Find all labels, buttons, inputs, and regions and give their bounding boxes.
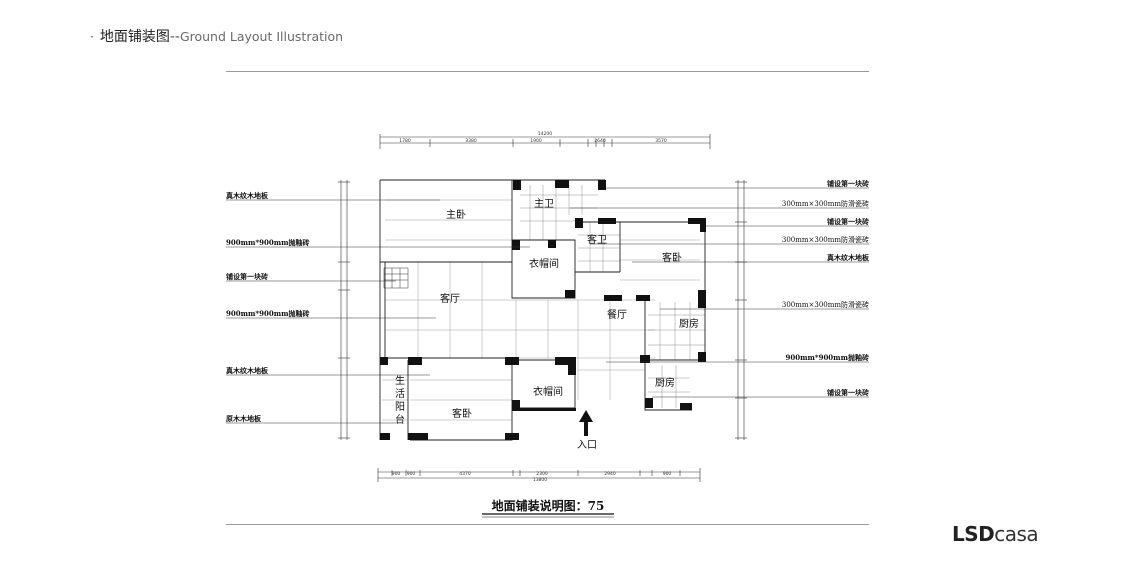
room-balcony-char-2: 活 — [395, 388, 405, 400]
room-living: 客厅 — [440, 292, 460, 305]
room-balcony-char-3: 阳 — [395, 401, 405, 413]
start-tile-hatch — [383, 267, 409, 289]
right-annotation-5: 真木纹木地板 — [827, 253, 870, 262]
right-annotation-7: 900mm*900mm抛釉砖 — [785, 353, 869, 362]
room-cloakroom-upper: 衣帽间 — [529, 257, 559, 270]
header-bullet: · — [90, 30, 94, 44]
brand-logo-light: casa — [994, 522, 1039, 546]
room-kitchen-upper: 厨房 — [679, 317, 699, 330]
left-annotation-6: 原木木地板 — [226, 414, 262, 423]
room-kitchen-lower: 厨房 — [655, 376, 675, 389]
room-balcony-char-4: 台 — [395, 413, 405, 426]
room-master-bedroom: 主卧 — [446, 208, 466, 221]
header-separator: -- — [169, 29, 180, 45]
right-annotation-2: 300mm×300mm防滑瓷砖 — [782, 199, 869, 208]
top-dimension-4: 2640 — [594, 138, 606, 144]
right-annotation-4: 300mm×300mm防滑瓷砖 — [782, 235, 869, 244]
bottom-dimension-4: 2300 — [536, 471, 548, 477]
bottom-dimension-chain — [377, 468, 701, 482]
room-master-bath: 主卫 — [534, 198, 554, 210]
wall-outlines — [379, 179, 706, 441]
bottom-dimension-1: 900 — [392, 471, 401, 477]
entrance-arrow-icon — [579, 410, 593, 436]
header-title-en: Ground Layout Illustration — [179, 29, 344, 44]
top-dimension-3: 1900 — [530, 138, 542, 144]
entrance-label: 入口 — [577, 440, 597, 451]
left-dimension-chain — [338, 180, 350, 440]
bath-tile-grid — [520, 185, 705, 408]
room-dining: 餐厅 — [607, 308, 627, 321]
room-cloakroom-lower: 衣帽间 — [533, 385, 563, 398]
top-divider — [226, 71, 869, 72]
left-annotation-4: 900mm*900mm抛釉砖 — [226, 309, 310, 318]
right-annotation-1: 铺设第一块砖 — [827, 179, 869, 188]
top-dimension-2: 3380 — [465, 138, 477, 144]
brand-logo: LSDcasa — [952, 522, 1039, 546]
wall-columns — [380, 180, 706, 440]
bottom-dimension-total: 13800 — [533, 477, 547, 483]
left-annotation-1: 真木纹木地板 — [226, 191, 269, 200]
bottom-divider — [226, 524, 869, 525]
bottom-dimension-6: 900 — [663, 471, 672, 477]
plan-caption: 地面铺装说明图：75 — [492, 498, 605, 513]
room-guest-bath: 客卫 — [587, 233, 607, 246]
page-header: · 地面铺装图--Ground Layout Illustration — [90, 26, 343, 46]
bottom-dimension-5: 2940 — [604, 471, 616, 477]
right-annotation-6: 300mm×300mm防滑瓷砖 — [782, 300, 869, 309]
left-annotation-2: 900mm*900mm抛釉砖 — [226, 238, 310, 247]
top-dimension-1: 1780 — [399, 138, 411, 144]
top-dimension-total: 14200 — [538, 131, 552, 137]
room-guest-bedroom-lower: 客卧 — [452, 407, 472, 420]
room-guest-bedroom-right: 客卧 — [662, 251, 682, 264]
top-dimension-chain — [379, 134, 711, 149]
header-title-zh: 地面铺装图 — [99, 29, 170, 45]
right-dimension-chain — [735, 180, 747, 440]
right-annotation-3: 铺设第一块砖 — [827, 217, 869, 226]
brand-logo-bold: LSD — [952, 522, 995, 546]
bottom-dimension-2: 900 — [407, 471, 416, 477]
top-dimension-5: 3570 — [655, 138, 667, 144]
left-annotation-3: 铺设第一块砖 — [226, 272, 268, 281]
right-annotation-8: 铺设第一块砖 — [827, 388, 869, 397]
room-balcony-char-1: 生 — [395, 374, 405, 387]
bottom-dimension-3: 4370 — [459, 471, 471, 477]
left-annotation-5: 真木纹木地板 — [226, 366, 269, 375]
leader-lines — [226, 187, 869, 424]
